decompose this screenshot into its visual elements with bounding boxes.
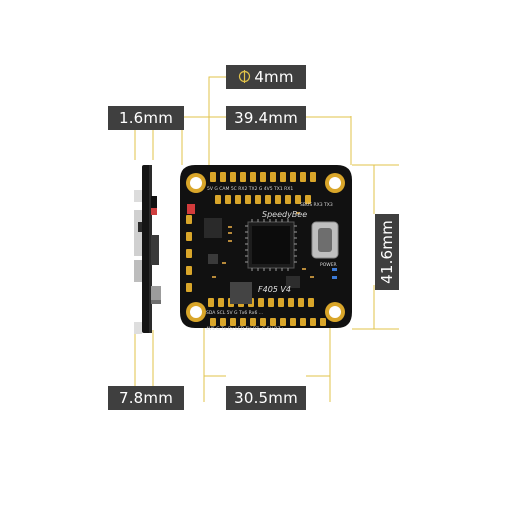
diameter-icon: [239, 70, 251, 83]
top-pad-labels-2: SBUS RX3 TX3: [300, 202, 333, 208]
mount-spacing-label: 30.5mm: [226, 386, 306, 410]
model-silkscreen: F405 V4: [258, 285, 291, 294]
side-height-value: 7.8mm: [118, 389, 174, 407]
top-pad-row: [210, 172, 316, 204]
mcu-pins: [245, 219, 297, 271]
side-height-label: 7.8mm: [108, 386, 184, 410]
board-height-label: 41.6mm: [375, 214, 399, 290]
bottom-pad-labels: SDA SCL 5V G Tx6 Rx6 ...: [206, 310, 263, 316]
side-pads: [186, 215, 192, 292]
inductor: [230, 282, 252, 304]
board-width-label: 39.4mm: [226, 106, 306, 130]
brand-silkscreen: SpeedyBee: [262, 210, 307, 219]
top-pad-labels: 5V G CAM 5C RX2 TX2 G 4V5 TX1 RX1: [207, 186, 293, 192]
thickness-label: 1.6mm: [108, 106, 184, 130]
hole-diameter-value: 4mm: [254, 68, 294, 86]
bottom-pad-labels-2: 4V5 G Tx Rx LED 5V BZ- G 5V BZ+ ...: [206, 326, 290, 332]
hole-diameter-label: 4mm: [226, 65, 306, 89]
side-view-board: [134, 165, 161, 334]
power-label: POWER: [320, 262, 337, 268]
board-width-value: 39.4mm: [234, 109, 298, 127]
mounting-holes: [186, 173, 345, 322]
status-led: [187, 204, 195, 214]
thickness-value: 1.6mm: [118, 109, 174, 127]
board-height-value: 41.6mm: [378, 220, 396, 284]
chip-left: [204, 218, 222, 238]
top-view-board: [180, 165, 352, 328]
bottom-pad-row: [208, 298, 326, 326]
mount-spacing-value: 30.5mm: [234, 389, 298, 407]
